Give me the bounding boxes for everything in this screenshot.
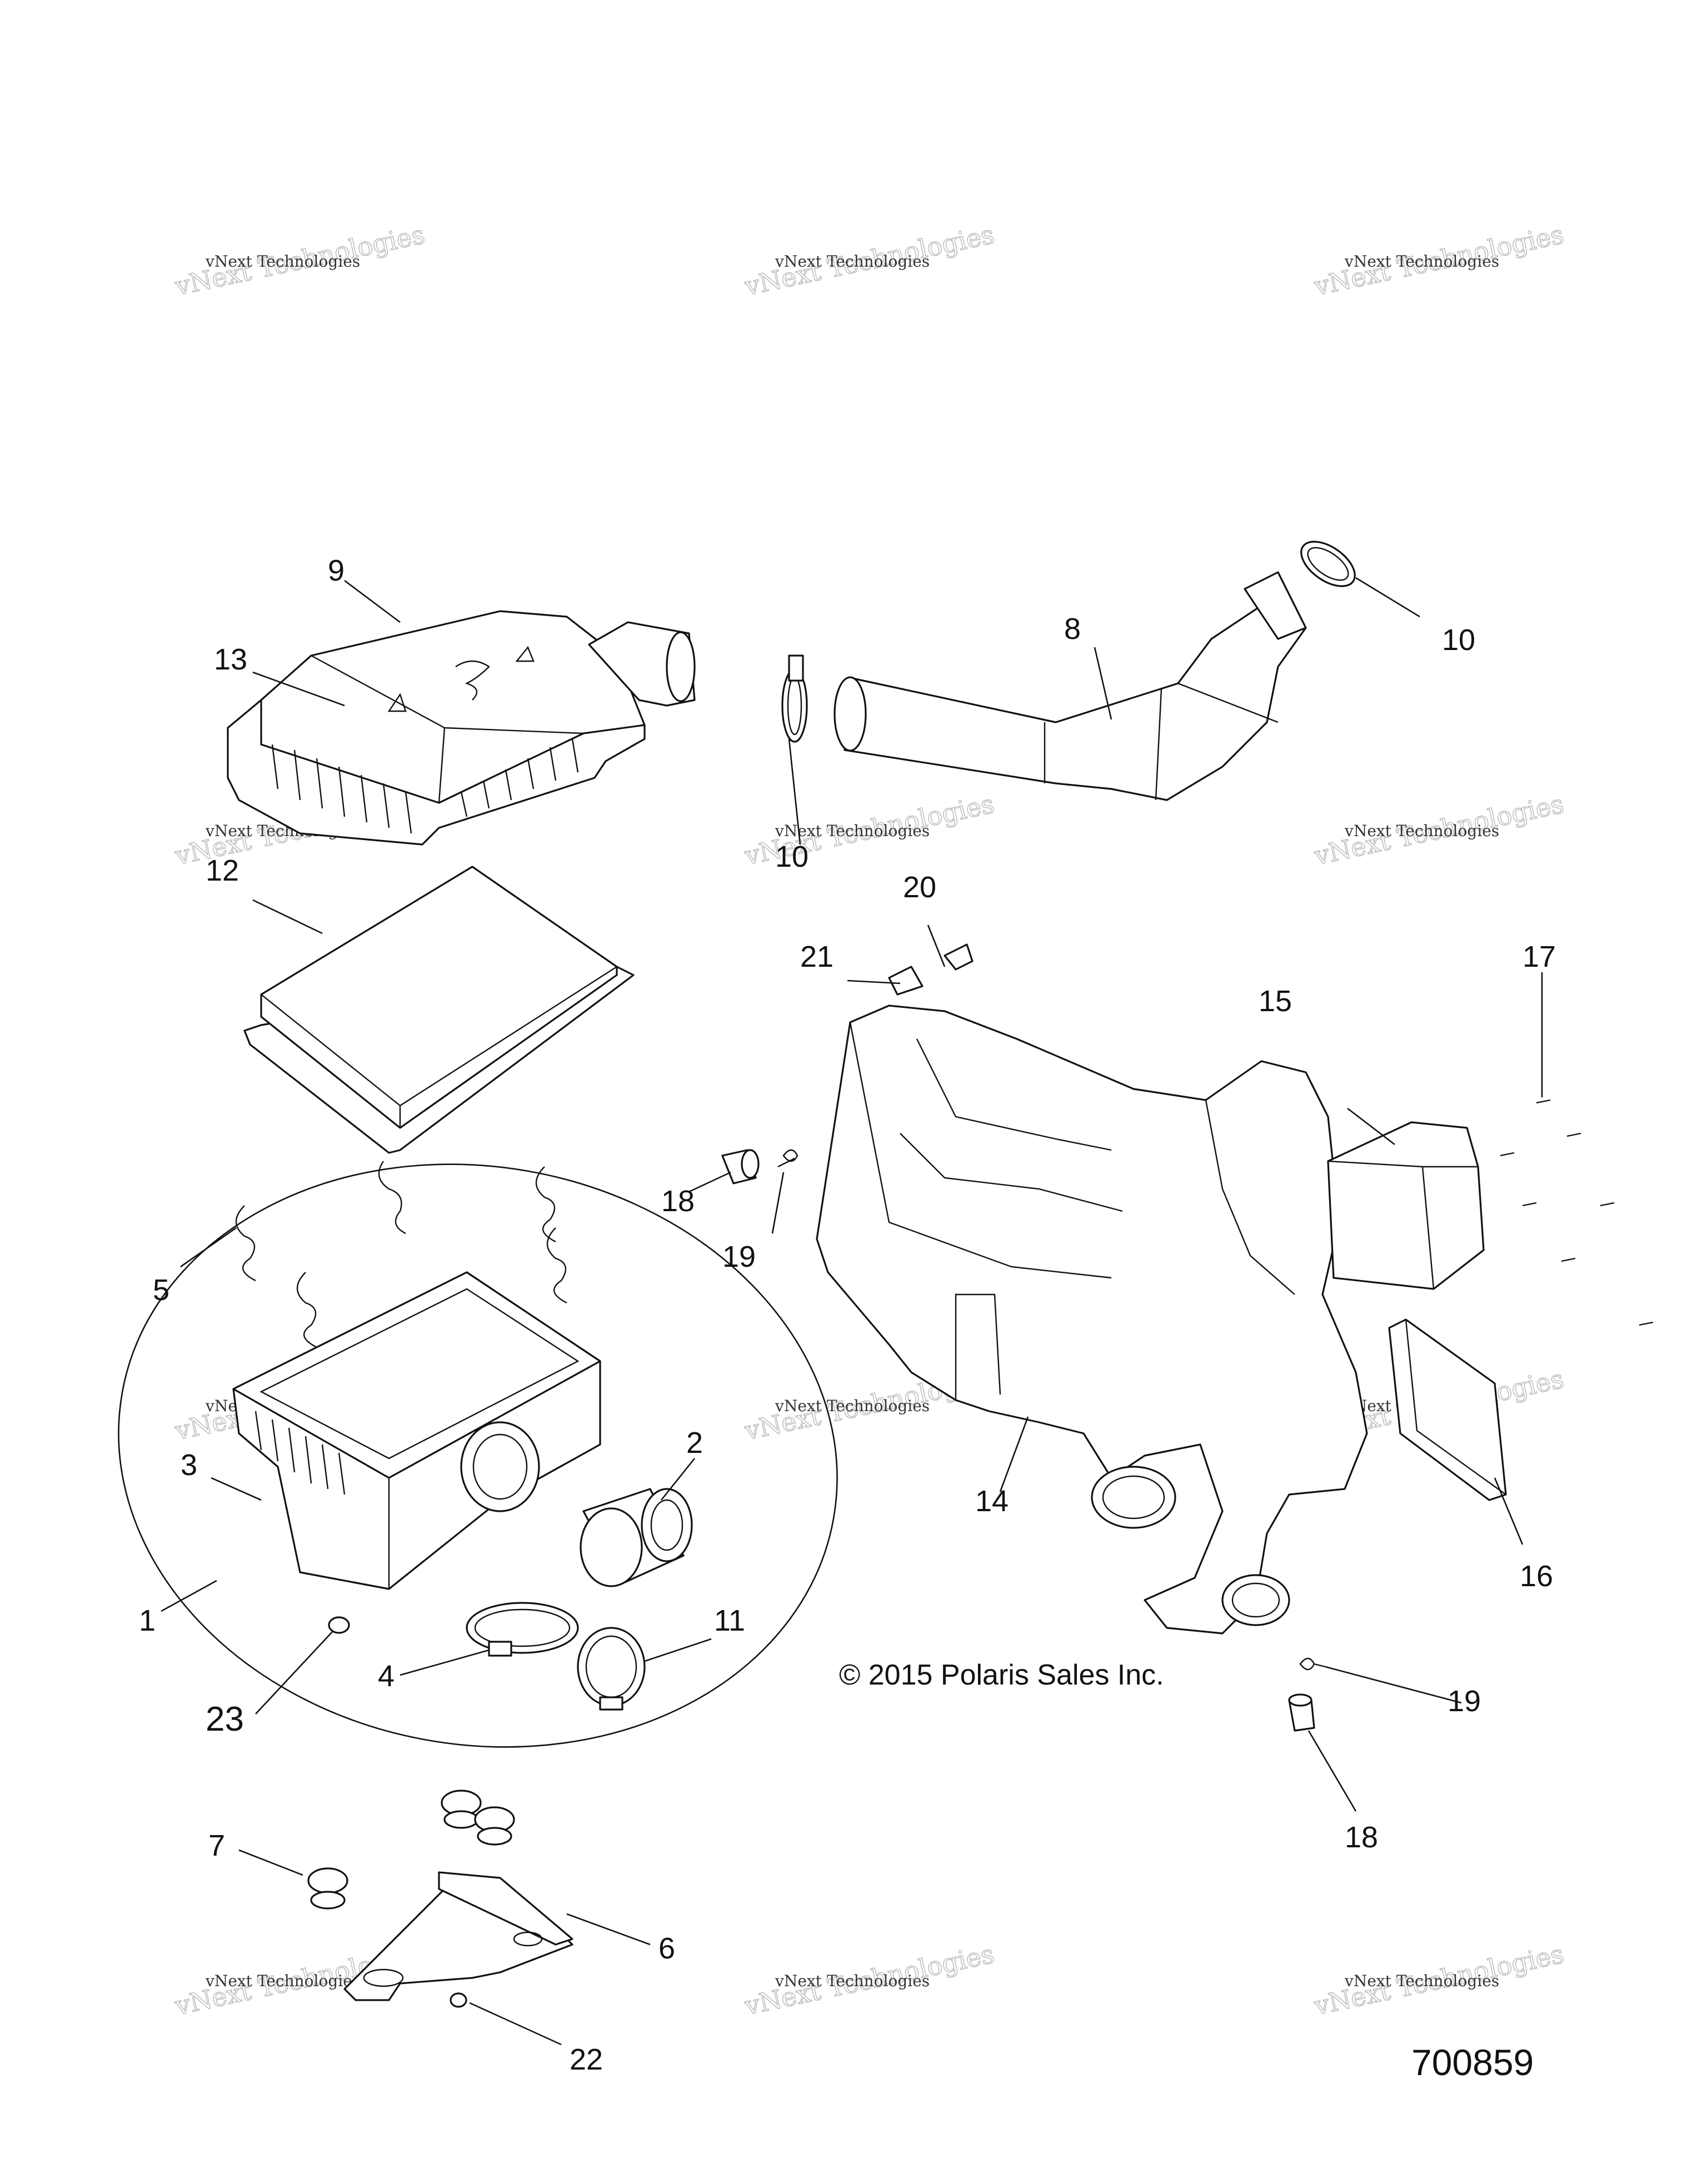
callout-9: 9: [328, 554, 345, 587]
watermark: vNext Technologies vNext Technologies: [1311, 1938, 1567, 2021]
callout-10: 10: [775, 840, 808, 873]
foam-block-part: [1327, 1121, 1485, 1290]
callout-8: 8: [1064, 612, 1081, 646]
svg-text:vNext Technologies: vNext Technologies: [205, 1972, 360, 1990]
callout-labels: 9 13 8 10 10 12 20 21 17 15 18 19 5 2 3 …: [139, 554, 1556, 2076]
callout-5: 5: [153, 1273, 169, 1307]
intake-duct-part: [833, 571, 1307, 801]
copyright-notice: © 2015 Polaris Sales Inc.: [839, 1659, 1164, 1691]
callout-16: 16: [1520, 1560, 1553, 1593]
airbox-cover-part: [227, 610, 696, 846]
callout-23: 23: [206, 1700, 244, 1738]
callout-18: 18: [661, 1185, 695, 1218]
callout-15: 15: [1259, 984, 1292, 1018]
svg-text:vNext Technologies: vNext Technologies: [1344, 1972, 1499, 1990]
svg-text:vNext Technologies: vNext Technologies: [775, 1397, 930, 1415]
callout-21: 21: [800, 940, 833, 973]
air-filter-part: [243, 866, 635, 1154]
figure-number: 700859: [1411, 2042, 1534, 2083]
assembly-group-outline: [118, 1163, 838, 1748]
screw-parts: [1500, 1099, 1654, 1326]
svg-text:vNext Technologies: vNext Technologies: [205, 252, 360, 271]
callout-19: 19: [722, 1240, 756, 1273]
callout-1: 1: [139, 1604, 156, 1637]
svg-text:vNext Technologies: vNext Technologies: [775, 252, 930, 271]
watermark: vNext Technologies vNext Technologies: [741, 1938, 997, 2021]
callout-3: 3: [181, 1448, 197, 1482]
callout-17: 17: [1523, 940, 1556, 973]
watermark: vNext Technologies vNext Technologies: [172, 219, 428, 302]
hose-fittings-lower: [1288, 1657, 1326, 1732]
svg-text:vNext Technologies: vNext Technologies: [1344, 822, 1499, 840]
leader-lines: [161, 577, 1543, 2046]
fastener-parts-20-21: [888, 943, 974, 996]
bracket-assembly-part: [307, 1790, 573, 2008]
panel-part: [1388, 1318, 1507, 1501]
svg-text:vNext Technologies: vNext Technologies: [775, 822, 930, 840]
airbox-base-part: [232, 1271, 601, 1590]
clamp-parts: [466, 1602, 646, 1711]
hose-clamp-parts: [781, 541, 1356, 743]
callout-2: 2: [686, 1426, 703, 1460]
callout-12: 12: [206, 854, 239, 887]
callout-4: 4: [378, 1660, 395, 1693]
callout-18: 18: [1345, 1821, 1378, 1854]
watermark: vNext Technologies vNext Technologies: [741, 219, 997, 302]
intake-body-part: [816, 1004, 1368, 1635]
watermark: vNext Technologies vNext Technologies: [1311, 788, 1567, 871]
grommet-icon: [441, 1790, 482, 1829]
callout-10: 10: [1442, 623, 1475, 657]
grommet-icon: [474, 1806, 515, 1846]
watermark: vNext Technologies vNext Technologies: [1311, 219, 1567, 302]
grommet-icon: [307, 1867, 348, 1910]
callout-14: 14: [975, 1485, 1009, 1518]
svg-text:vNext Technologies: vNext Technologies: [1344, 252, 1499, 271]
callout-7: 7: [208, 1829, 225, 1862]
callout-13: 13: [214, 643, 247, 676]
callout-20: 20: [903, 871, 936, 904]
coupler-part: [580, 1488, 693, 1587]
small-nut-part: [328, 1616, 350, 1634]
callout-19: 19: [1448, 1685, 1481, 1718]
svg-text:vNext Technologies: vNext Technologies: [775, 1972, 930, 1990]
callout-6: 6: [658, 1932, 675, 1965]
callout-22: 22: [570, 2043, 603, 2076]
hose-fittings-upper: [721, 1149, 798, 1185]
callout-11: 11: [714, 1604, 745, 1637]
